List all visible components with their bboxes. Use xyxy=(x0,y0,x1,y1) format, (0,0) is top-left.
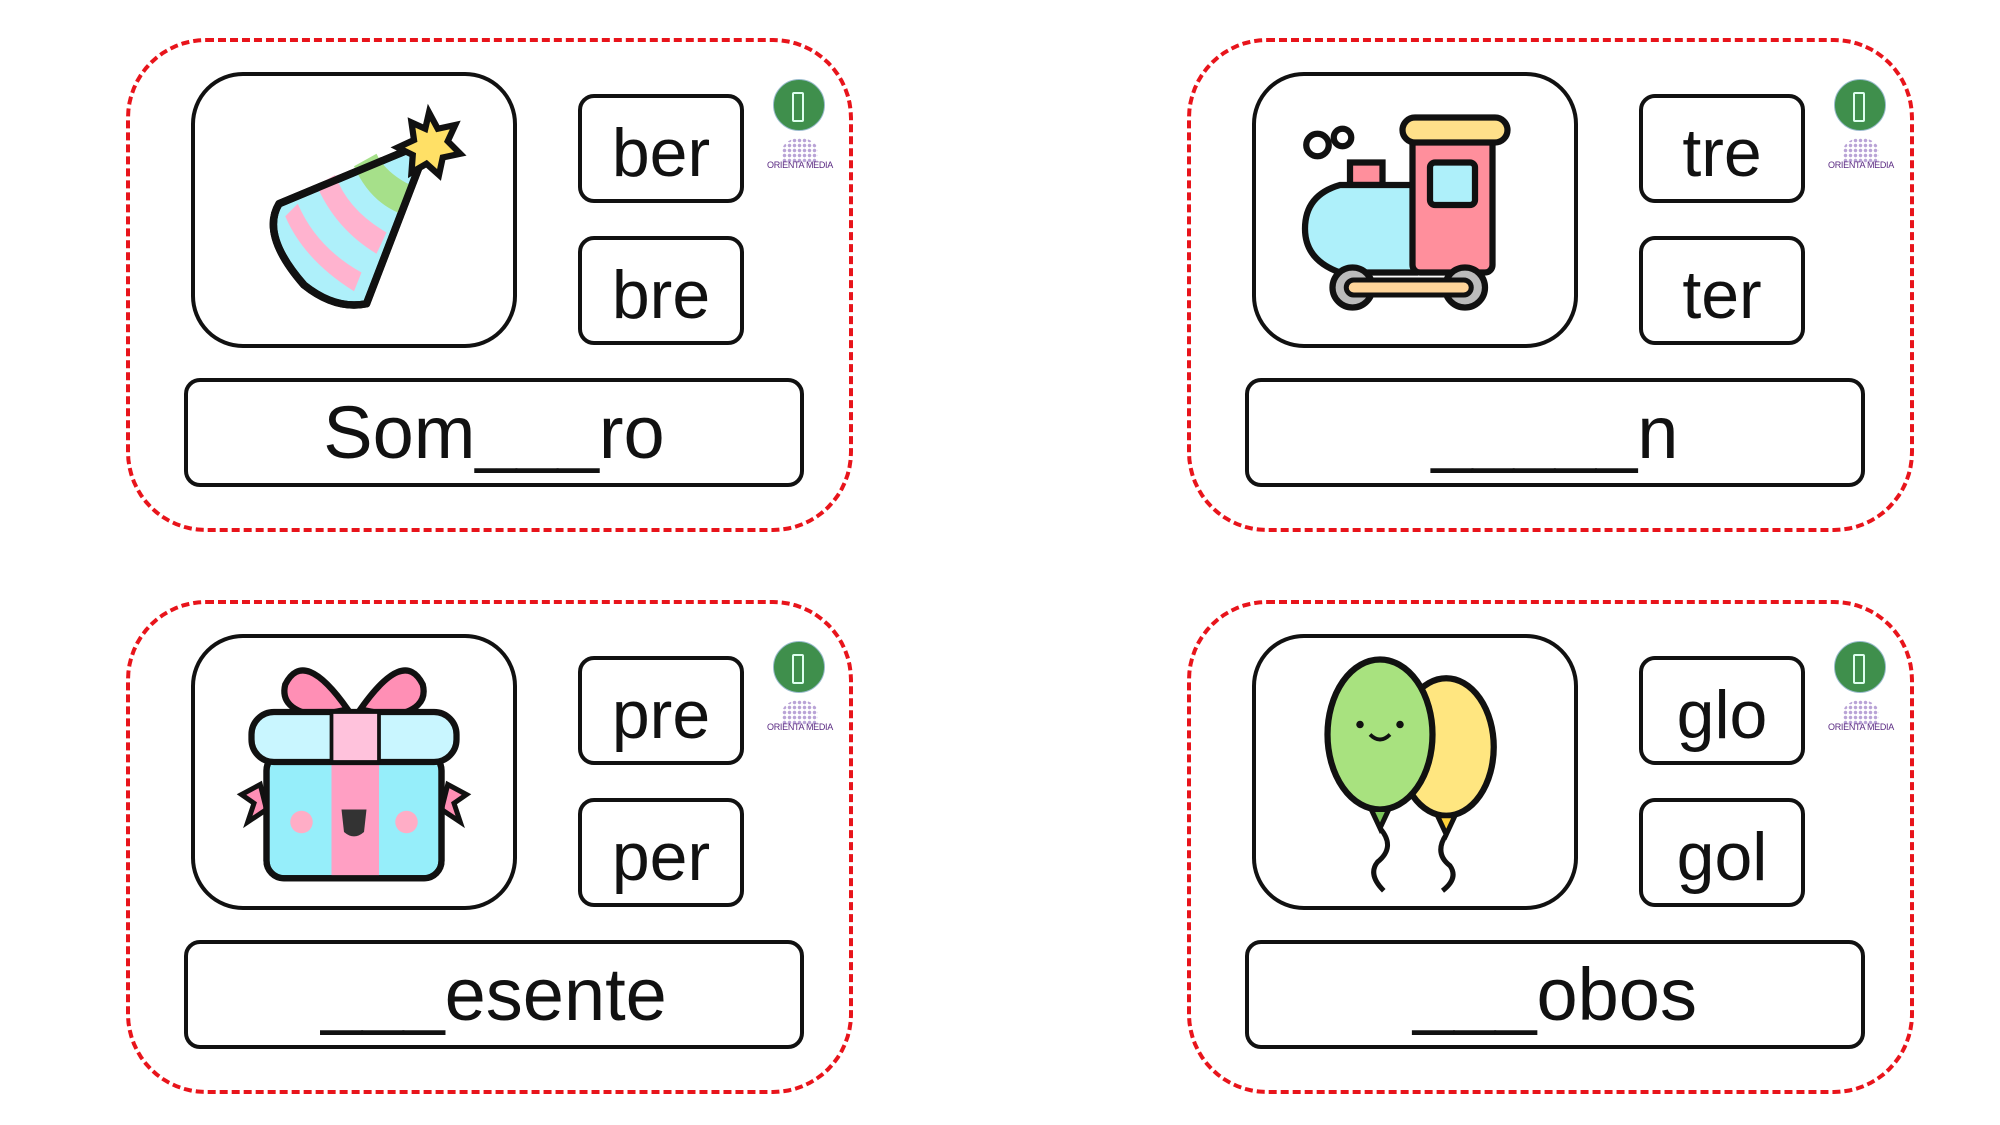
balloons-icon xyxy=(1324,656,1497,893)
card-balloons: glo gol ORIENTA MEDIA ___obos xyxy=(1187,600,1914,1094)
orientacion-andujar-logo xyxy=(1834,641,1886,693)
word-blank: _____n xyxy=(1245,378,1865,487)
syllable-option[interactable]: tre xyxy=(1639,94,1805,203)
party-hat-icon xyxy=(269,103,467,309)
picture-frame xyxy=(191,634,517,910)
word-blank: Som___ro xyxy=(184,378,804,487)
picture-frame xyxy=(1252,72,1578,348)
orienta-media-logo: ORIENTA MEDIA xyxy=(1823,138,1899,178)
word-blank: ___obos xyxy=(1245,940,1865,1049)
orienta-media-logo: ORIENTA MEDIA xyxy=(1823,700,1899,740)
syllable-option[interactable]: per xyxy=(578,798,744,907)
syllable-option[interactable]: ter xyxy=(1639,236,1805,345)
syllable-option[interactable]: pre xyxy=(578,656,744,765)
orientacion-andujar-logo xyxy=(1834,79,1886,131)
orienta-media-logo: ORIENTA MEDIA xyxy=(762,700,838,740)
card-gift-box: pre per ORIENTA MEDIA ___esente xyxy=(126,600,853,1094)
gift-box-icon xyxy=(236,667,472,882)
picture-frame xyxy=(191,72,517,348)
syllable-option[interactable]: glo xyxy=(1639,656,1805,765)
orienta-media-logo: ORIENTA MEDIA xyxy=(762,138,838,178)
toy-train-icon xyxy=(1301,114,1511,311)
syllable-option[interactable]: ber xyxy=(578,94,744,203)
word-blank: ___esente xyxy=(184,940,804,1049)
picture-frame xyxy=(1252,634,1578,910)
orientacion-andujar-logo xyxy=(773,641,825,693)
card-toy-train: tre ter ORIENTA MEDIA _____n xyxy=(1187,38,1914,532)
orientacion-andujar-logo xyxy=(773,79,825,131)
syllable-option[interactable]: bre xyxy=(578,236,744,345)
syllable-option[interactable]: gol xyxy=(1639,798,1805,907)
card-party-hat: ber bre ORIENTA MEDIA Som___ro xyxy=(126,38,853,532)
